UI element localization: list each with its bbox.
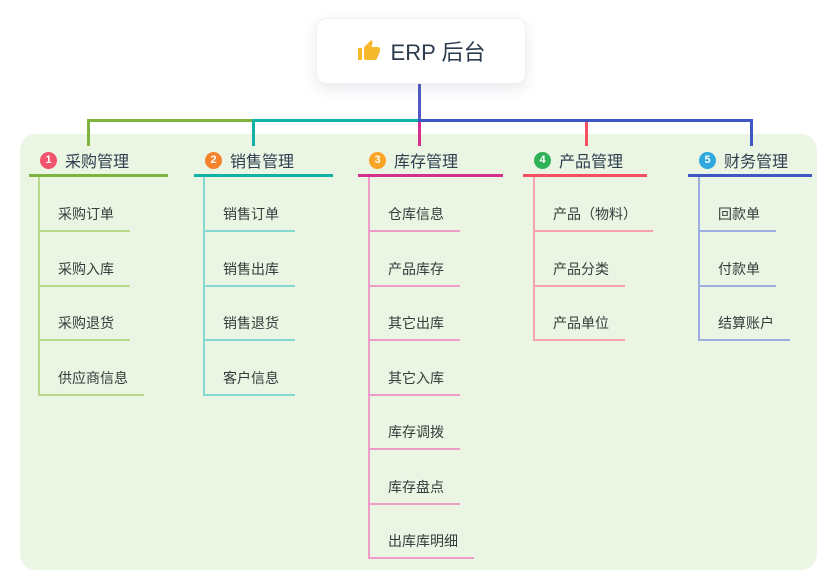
- root-connector-line: [418, 82, 421, 119]
- branch-badge: 4: [534, 151, 551, 169]
- child-connector-line: [368, 176, 370, 559]
- branch-header-4[interactable]: 4 产品管理: [523, 146, 647, 177]
- child-node[interactable]: 付款单: [698, 259, 776, 287]
- branch-drop-line: [418, 122, 421, 146]
- branch-label: 产品管理: [559, 154, 624, 171]
- branch-label: 财务管理: [724, 154, 789, 171]
- child-node[interactable]: 结算账户: [698, 313, 790, 341]
- child-connector-line: [698, 176, 700, 341]
- branch-label: 库存管理: [394, 154, 459, 171]
- branch-connector-line: [418, 119, 753, 122]
- thumbs-up-icon: [357, 39, 381, 63]
- child-node[interactable]: 销售订单: [203, 204, 295, 232]
- root-title: ERP 后台: [390, 40, 486, 65]
- child-node[interactable]: 采购订单: [38, 204, 130, 232]
- child-node[interactable]: 产品（物料）: [533, 204, 653, 232]
- branch-header-1[interactable]: 1 采购管理: [29, 146, 168, 177]
- child-node[interactable]: 销售退货: [203, 313, 295, 341]
- branch-badge: 3: [369, 151, 386, 169]
- branch-badge: 1: [40, 151, 57, 169]
- branch-header-2[interactable]: 2 销售管理: [194, 146, 333, 177]
- branch-drop-line: [750, 119, 753, 146]
- child-node[interactable]: 供应商信息: [38, 368, 144, 396]
- branch-label: 销售管理: [230, 154, 295, 171]
- child-node[interactable]: 产品单位: [533, 313, 625, 341]
- child-node[interactable]: 库存盘点: [368, 477, 460, 505]
- child-node[interactable]: 产品分类: [533, 259, 625, 287]
- child-node[interactable]: 库存调拨: [368, 422, 460, 450]
- branch-header-3[interactable]: 3 库存管理: [358, 146, 503, 177]
- child-node[interactable]: 回款单: [698, 204, 776, 232]
- branch-drop-line: [585, 119, 588, 146]
- child-node[interactable]: 仓库信息: [368, 204, 460, 232]
- child-node[interactable]: 出库库明细: [368, 531, 474, 559]
- child-node[interactable]: 其它入库: [368, 368, 460, 396]
- branch-badge: 5: [699, 151, 716, 169]
- branch-label: 采购管理: [65, 154, 130, 171]
- branch-drop-line: [252, 119, 255, 146]
- mindmap-panel: [20, 134, 817, 570]
- branch-drop-line: [87, 119, 90, 146]
- child-node[interactable]: 其它出库: [368, 313, 460, 341]
- child-node[interactable]: 采购退货: [38, 313, 130, 341]
- child-node[interactable]: 销售出库: [203, 259, 295, 287]
- branch-connector-line: [252, 119, 421, 122]
- branch-badge: 2: [205, 151, 222, 169]
- child-node[interactable]: 客户信息: [203, 368, 295, 396]
- child-connector-line: [533, 176, 535, 341]
- child-node[interactable]: 产品库存: [368, 259, 460, 287]
- child-node[interactable]: 采购入库: [38, 259, 130, 287]
- root-node[interactable]: ERP 后台: [316, 18, 526, 84]
- branch-header-5[interactable]: 5 财务管理: [688, 146, 812, 177]
